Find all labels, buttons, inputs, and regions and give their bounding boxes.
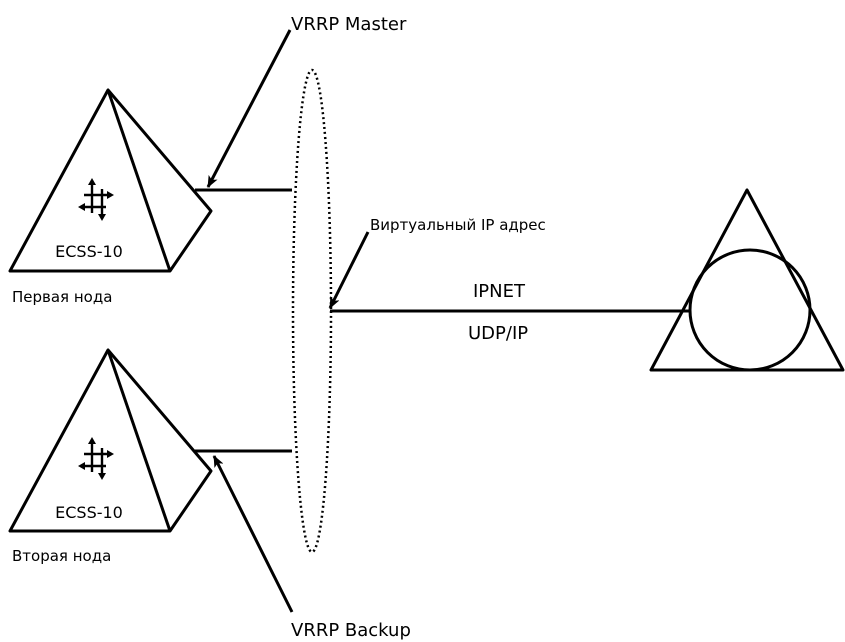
pyramid-device-icon [8, 88, 213, 273]
virtual-ip-pointer [328, 231, 370, 309]
triangle-circle-network-icon [649, 188, 845, 372]
vrrp-master-pointer [206, 29, 292, 188]
node-1: ECSS-10 Первая нода [8, 88, 213, 306]
virtual-ip-ellipse [291, 68, 333, 554]
pyramid-device-icon [8, 348, 213, 533]
node-1-device-label: ECSS-10 [55, 242, 123, 261]
ipnet-label: IPNET [473, 281, 526, 302]
vrrp-master-label: VRRP Master [291, 14, 407, 35]
node-2-device-label: ECSS-10 [55, 503, 123, 522]
vrrp-backup-pointer [212, 455, 294, 613]
udp-ip-label: UDP/IP [468, 323, 528, 344]
four-way-arrows-icon [78, 178, 114, 221]
virtual-ip-label: Виртуальный IP адрес [370, 216, 546, 234]
node-2-caption: Вторая нода [12, 547, 111, 565]
node-2: ECSS-10 Вторая нода [8, 348, 213, 565]
vrrp-backup-label: VRRP Backup [291, 620, 411, 641]
four-way-arrows-icon [78, 437, 114, 480]
node-1-caption: Первая нода [12, 288, 112, 306]
